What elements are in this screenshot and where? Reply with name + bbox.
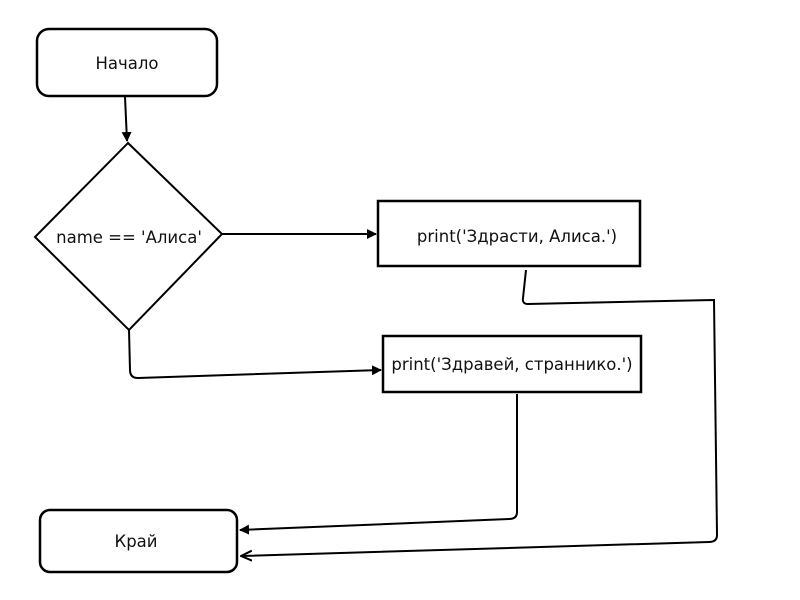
edge-print-stranger-to-end: [239, 394, 518, 535]
end-node-label: Край: [114, 532, 157, 551]
start-node-label: Начало: [95, 54, 158, 73]
start-node[interactable]: Начало: [35, 27, 219, 98]
edge-condition-to-print-stranger: [128, 329, 382, 380]
edge-print-alice-to-end: [241, 269, 719, 556]
print-alice-node-label: print('Здрасти, Алиса.'): [417, 227, 617, 246]
print-stranger-node-label: print('Здравей, страннико.'): [391, 355, 632, 374]
edge-start-to-condition: [121, 96, 132, 142]
print-stranger-node[interactable]: print('Здравей, страннико.'): [381, 334, 643, 394]
start-node-shape: [35, 27, 219, 98]
print-alice-node-shape: [376, 199, 642, 268]
end-node-shape: [38, 508, 239, 574]
condition-node[interactable]: name == 'Алиса': [33, 141, 224, 332]
print-stranger-node-shape: [381, 334, 643, 394]
condition-node-label: name == 'Алиса': [56, 228, 202, 247]
print-alice-node[interactable]: print('Здрасти, Алиса.'): [376, 199, 642, 268]
end-node[interactable]: Край: [38, 508, 239, 574]
